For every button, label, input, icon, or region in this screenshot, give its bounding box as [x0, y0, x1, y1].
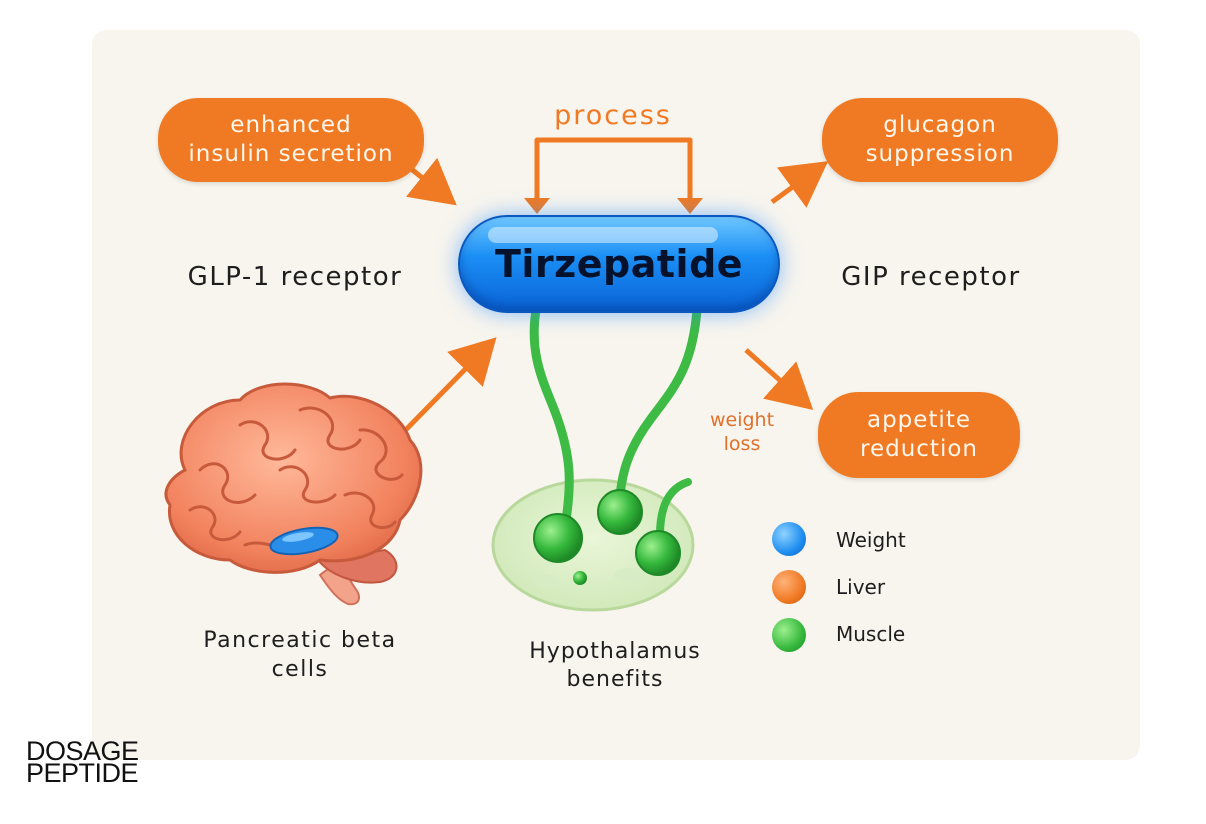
legend-label-weight: Weight: [836, 528, 906, 552]
glp1-receptor-label: GLP-1 receptor: [187, 262, 403, 292]
legend-dot-muscle: [772, 618, 806, 652]
dish-spot: [614, 568, 646, 582]
legend-dot-liver: [772, 570, 806, 604]
legend-label-muscle: Muscle: [836, 622, 906, 646]
appetite-reduction-box: appetite reduction: [818, 392, 1020, 478]
process-arrowhead-left: [524, 198, 550, 214]
receptor-stalk-left: [529, 305, 574, 525]
capsule-highlight: [488, 227, 718, 243]
receptor-ball: [533, 513, 583, 563]
process-loop-arrow: [534, 137, 693, 204]
watermark-line-1: DOSAGE: [26, 736, 139, 766]
receptor-ball: [597, 489, 643, 535]
receptor-stalk-right: [615, 305, 702, 500]
drug-name-label: Tirzepatide: [494, 242, 744, 286]
process-label: process: [554, 100, 672, 131]
brain-icon: [164, 382, 423, 606]
process-arrowhead-right: [677, 198, 703, 214]
insulin-arrow: [405, 157, 457, 206]
legend-dot-weight: [772, 522, 806, 556]
receptor-ball-small: [573, 571, 587, 585]
watermark-text: DOSAGE PEPTIDE: [26, 736, 139, 788]
receptor-ball: [635, 530, 681, 576]
tirzepatide-capsule: Tirzepatide: [458, 215, 780, 313]
appetite-arrow: [744, 348, 814, 410]
gip-receptor-label: GIP receptor: [841, 262, 1021, 292]
watermark-line-2: PEPTIDE: [26, 758, 139, 788]
glucagon-arrow: [770, 161, 829, 208]
pancreatic-beta-cells-label: Pancreatic beta cells: [203, 628, 397, 682]
hypothalamus-benefits-label: Hypothalamus benefits: [529, 639, 701, 692]
legend-label-liver: Liver: [836, 575, 886, 599]
dish-spot: [533, 574, 557, 586]
insulin-secretion-box: enhanced insulin secretion: [158, 98, 424, 182]
receptor-stalk-small: [656, 478, 692, 539]
glucagon-suppression-box: glucagon suppression: [822, 98, 1058, 182]
weight-loss-label: weight loss: [709, 409, 775, 455]
